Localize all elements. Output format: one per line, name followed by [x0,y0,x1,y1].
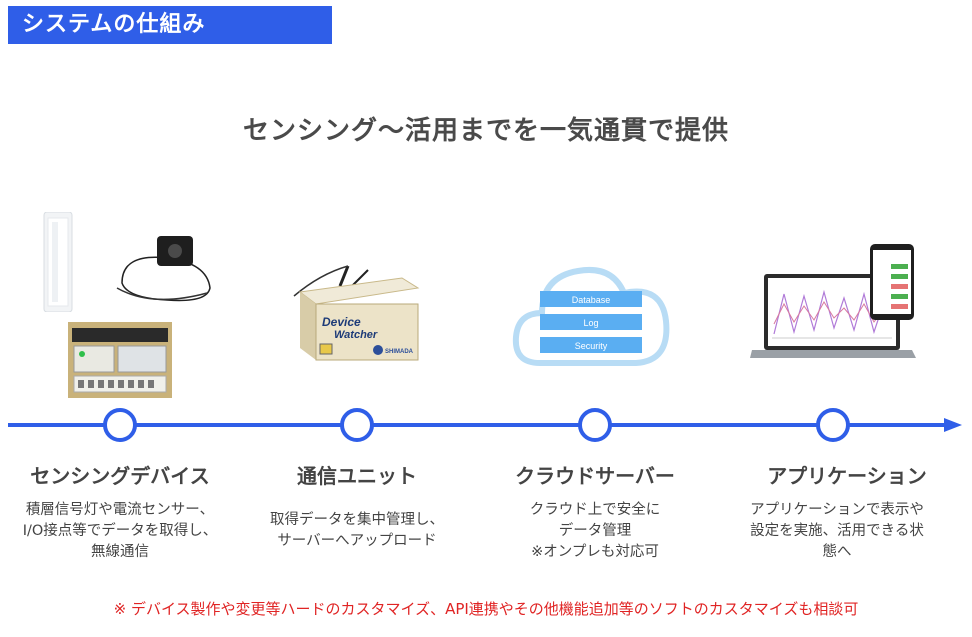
timeline-node-sensing [103,408,137,442]
desc-line: サーバーへアップロード [277,533,437,549]
stage-title-application: アプリケーション [767,464,927,488]
main-heading: センシング〜活用までを一気通貫で提供 [242,116,729,146]
desc-line: 無線通信 [91,544,149,560]
timeline-node-application [816,408,850,442]
io-unit-image [68,322,172,398]
desc-line: 積層信号灯や電流センサー、 [25,502,215,518]
app-devices-image [750,244,918,362]
device-name-line1: Device [322,315,361,329]
stage-desc-communication: 取得データを集中管理し、 サーバーへアップロード [237,510,477,552]
desc-line: I/O接点等でデータを取得し、 [22,523,218,539]
desc-line: 取得データを集中管理し、 [270,512,444,528]
desc-line: データ管理 [558,523,632,539]
current-sensor-image [112,228,217,308]
stage-desc-sensing: 積層信号灯や電流センサー、 I/O接点等でデータを取得し、 無線通信 [0,500,240,563]
device-name-line2: Watcher [334,329,378,341]
section-title-banner: システムの仕組み [8,6,332,44]
stage-title-sensing: センシングデバイス [30,464,210,488]
timeline-node-communication [340,408,374,442]
cloud-layer-log: Log [583,318,598,328]
device-watcher-image: Device Watcher SHIMADA [290,262,420,362]
customization-note: ※ デバイス製作や変更等ハードのカスタマイズ、API連携やその他機能追加等のソフ… [113,600,859,618]
desc-line: 設定を実施、活用できる状 [750,523,924,539]
stage-title-communication: 通信ユニット [297,464,417,488]
desc-line: アプリケーションで表示や [750,502,924,518]
desc-line: クラウド上で安全に [529,502,661,518]
desc-line: ※オンプレも対応可 [531,544,659,560]
desc-line: 態へ [822,544,852,560]
signal-tower-image [40,211,78,313]
cloud-image: Database Log Security [512,255,672,373]
stage-desc-cloud: クラウド上で安全に データ管理 ※オンプレも対応可 [475,500,715,563]
stage-desc-application: アプリケーションで表示や 設定を実施、活用できる状 態へ [717,500,957,563]
stage-title-cloud: クラウドサーバー [515,464,675,488]
cloud-layer-security: Security [575,341,608,351]
timeline-node-cloud [578,408,612,442]
device-brand: SHIMADA [385,349,414,355]
cloud-layer-database: Database [572,295,611,305]
process-timeline [0,405,972,445]
